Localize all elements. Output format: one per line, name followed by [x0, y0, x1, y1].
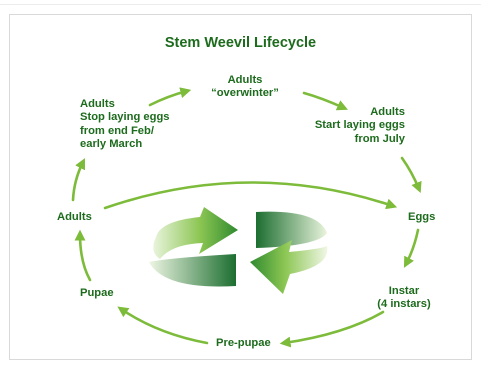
stage-adults-overwinter: Adults “overwinter”: [197, 74, 293, 101]
arrow-eggs-to-instar: [406, 230, 418, 264]
cycle-arrow-top: [153, 207, 238, 259]
cycle-arrow-bottom-left: [149, 254, 236, 287]
stage-instar: Instar (4 instars): [364, 285, 444, 312]
central-cycle-icon: [149, 207, 327, 294]
stage-adults-stop-laying: Adults Stop laying eggs from end Feb/ ea…: [80, 98, 170, 151]
stage-adults: Adults: [57, 211, 92, 224]
cycle-arrow-bottom: [250, 240, 327, 294]
arrow-instar-to-prepupae: [284, 312, 383, 343]
stage-pre-pupae: Pre-pupae: [216, 337, 271, 350]
arrow-start-to-eggs: [402, 158, 419, 189]
cycle-arrow-top-right: [256, 212, 327, 248]
stage-adults-start-laying: Adults Start laying eggs from July: [292, 106, 405, 146]
arrow-pupae-to-adults: [80, 234, 90, 280]
arrow-adults-to-stop: [73, 162, 83, 200]
stage-eggs: Eggs: [408, 211, 435, 224]
stage-pupae: Pupae: [80, 287, 114, 300]
arrow-adults-to-eggs: [105, 182, 393, 208]
arrow-prepupae-to-pupae: [121, 309, 207, 343]
